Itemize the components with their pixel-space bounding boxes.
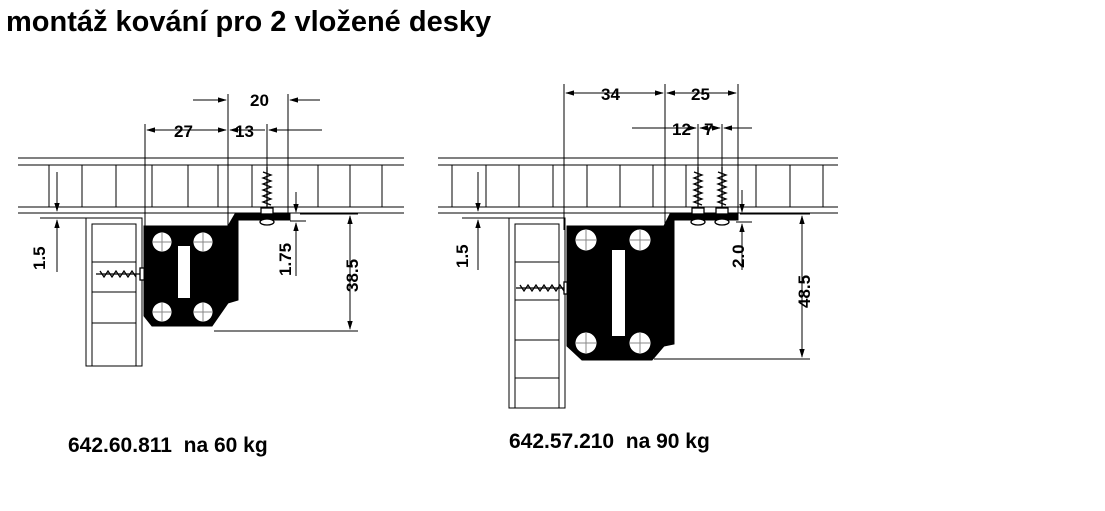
right-dim-25: 25 [691,85,710,104]
left-shelf-board [18,157,404,214]
right-drawing [438,84,838,409]
right-top-screws [690,167,730,226]
left-dimension-lines [40,94,358,332]
left-side-panel [85,217,143,367]
left-dim-20: 20 [250,91,269,110]
left-drawing [18,94,404,367]
right-dim-1-5: 1.5 [453,244,472,268]
left-dim-27: 27 [174,122,193,141]
right-dim-48-5: 48.5 [795,275,814,308]
right-shelf-board [438,157,838,214]
right-caption: 642.57.210 na 90 kg [509,430,710,453]
right-dim-12: 12 [672,120,691,139]
right-dim-7: 7 [704,120,713,139]
left-top-screw [259,167,275,226]
left-side-screw [96,267,147,281]
left-caption: 642.60.811 na 60 kg [68,434,268,457]
right-dimension-lines [462,84,810,360]
page-title: montáž kování pro 2 vložené desky [6,6,492,38]
right-dim-34: 34 [601,85,620,104]
right-slide-profile [566,213,739,361]
right-side-panel [508,217,566,409]
left-dim-1-75: 1.75 [276,243,295,276]
left-slide-profile [143,213,291,327]
right-side-screw [516,281,571,295]
left-dim-1-5: 1.5 [30,246,49,270]
left-dim-13: 13 [235,122,254,141]
right-dim-2-0: 2.0 [729,244,748,268]
left-dim-38-5: 38.5 [343,259,362,292]
